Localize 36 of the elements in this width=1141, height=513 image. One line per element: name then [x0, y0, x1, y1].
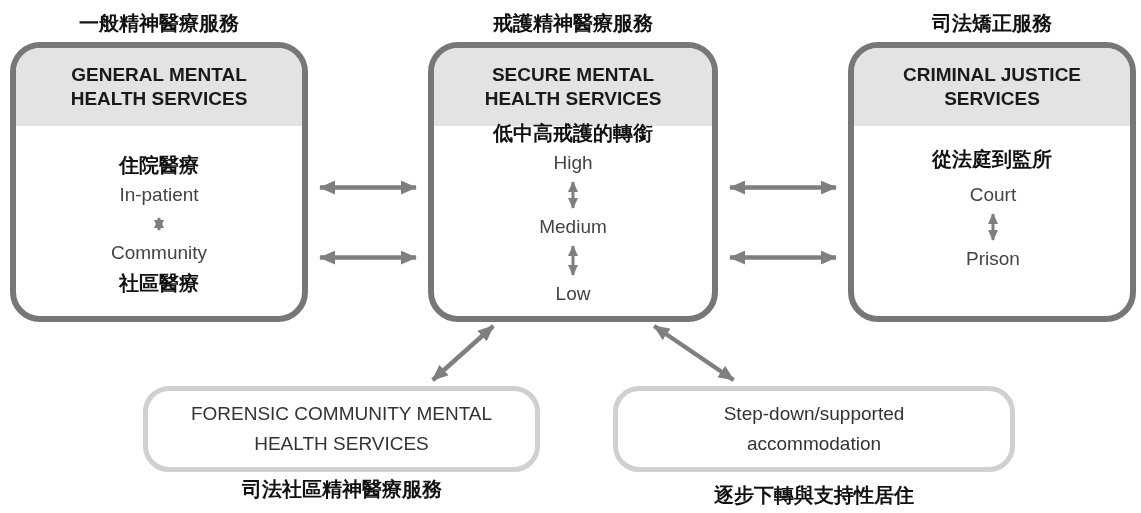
box-heading: CRIMINAL JUSTICE SERVICES — [901, 63, 1083, 111]
chinese-caption: 戒護精神醫療服務 — [492, 11, 654, 36]
box-label: Step-down/supported accommodation — [722, 402, 906, 456]
double-arrow — [154, 217, 164, 231]
double-arrow — [319, 180, 417, 195]
double-arrow — [319, 250, 417, 265]
service-box — [428, 42, 718, 322]
service-box — [143, 386, 540, 472]
box-label: FORENSIC COMMUNITY MENTAL HEALTH SERVICES — [189, 402, 494, 456]
box-subheading: 從法庭到監所 — [930, 147, 1053, 172]
box-subheading: 低中高戒護的轉銜 — [492, 121, 654, 146]
level-label-chinese: 住院醫療 — [119, 153, 199, 178]
level-label: In-patient — [119, 183, 199, 207]
level-label: High — [553, 151, 593, 175]
chinese-caption: 司法矯正服務 — [931, 11, 1053, 36]
double-arrow — [568, 181, 578, 209]
box-heading: SECURE MENTAL HEALTH SERVICES — [483, 63, 663, 111]
level-label: Low — [555, 282, 591, 306]
chinese-caption: 逐步下轉與支持性居住 — [713, 483, 915, 508]
double-arrow — [729, 180, 837, 195]
level-label: Court — [969, 183, 1017, 207]
box-heading: GENERAL MENTAL HEALTH SERVICES — [69, 63, 249, 111]
level-label: Community — [110, 241, 208, 265]
double-arrow — [988, 213, 998, 241]
double-arrow — [431, 324, 495, 382]
double-arrow — [568, 245, 578, 276]
service-box — [848, 42, 1136, 322]
double-arrow — [729, 250, 837, 265]
level-label: Medium — [539, 215, 607, 239]
double-arrow — [652, 324, 735, 382]
service-box — [10, 42, 308, 322]
level-label-chinese: 社區醫療 — [119, 271, 199, 296]
chinese-caption: 一般精神醫療服務 — [78, 11, 240, 36]
level-label: Prison — [966, 247, 1020, 271]
chinese-caption: 司法社區精神醫療服務 — [240, 477, 443, 502]
service-box — [613, 386, 1015, 472]
